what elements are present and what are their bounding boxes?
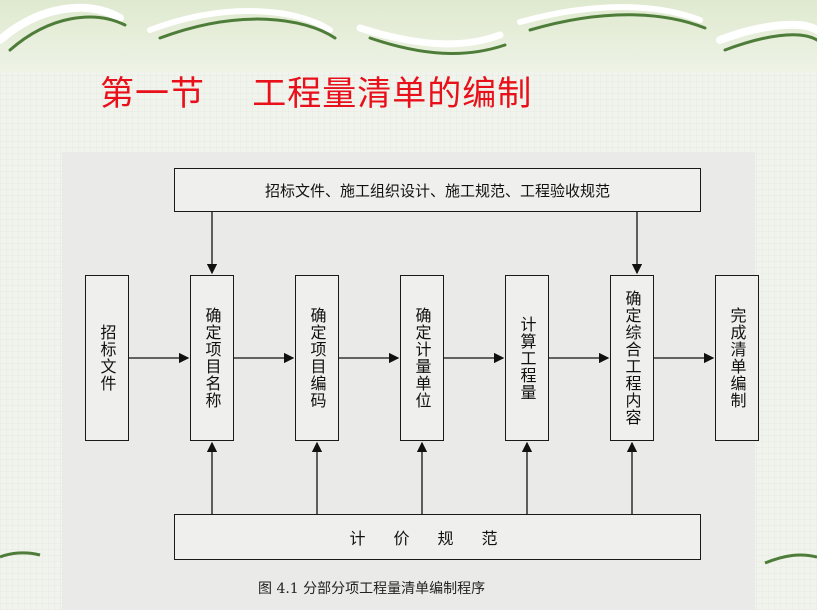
step-item-code: 确定项目编码 bbox=[295, 275, 339, 441]
pricing-code-box: 计价规范 bbox=[174, 514, 701, 560]
step-work-content: 确定综合工程内容 bbox=[610, 275, 654, 441]
source-documents-box: 招标文件、施工组织设计、施工规范、工程验收规范 bbox=[174, 168, 701, 212]
page-title: 第一节 工程量清单的编制 bbox=[100, 74, 533, 114]
step-calculate-quantity: 计算工程量 bbox=[505, 275, 549, 441]
step-unit-of-measure: 确定计量单位 bbox=[400, 275, 444, 441]
step-item-name: 确定项目名称 bbox=[190, 275, 234, 441]
figure-caption: 图 4.1 分部分项工程量清单编制程序 bbox=[258, 581, 486, 597]
bottom-swooshes bbox=[0, 551, 817, 565]
step-complete-list: 完成清单编制 bbox=[715, 275, 759, 441]
step-tender-documents: 招标文件 bbox=[85, 275, 129, 441]
decorative-swooshes bbox=[0, 3, 817, 55]
